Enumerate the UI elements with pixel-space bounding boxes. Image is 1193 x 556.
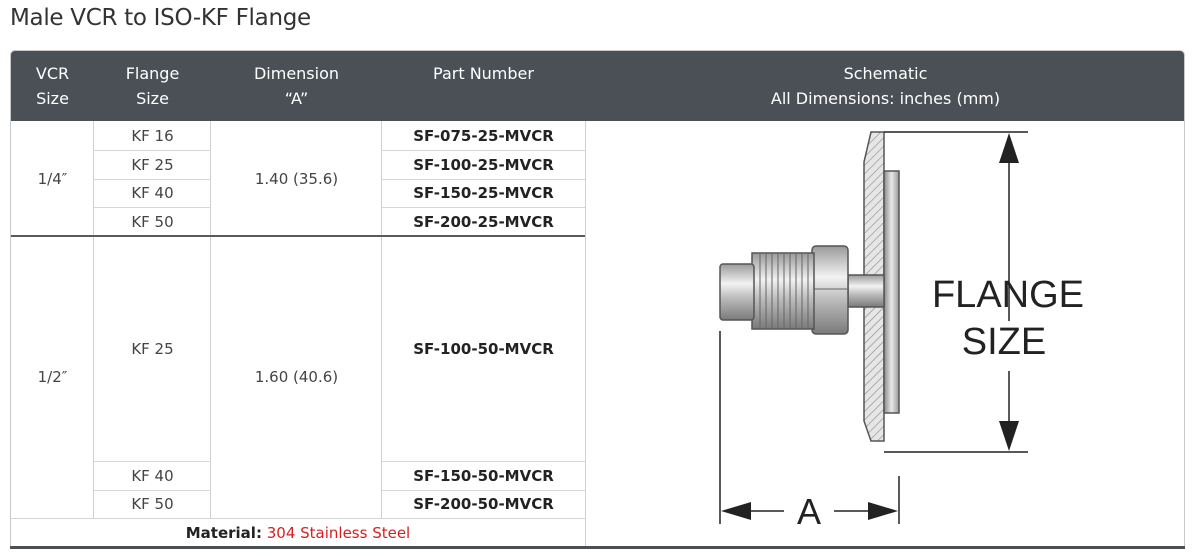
flange-size-label: SIZE [962,321,1046,363]
grid-line [11,518,585,519]
material-label: Material: [185,523,262,542]
grid-line [94,461,211,462]
flange-cell: KF 16 [131,126,174,145]
grid-line [94,490,211,491]
schematic-drawing: FLANGE SIZE A [719,131,1084,532]
a-dimension-label: A [797,491,821,532]
header-dimension: Dimension “A” [253,64,340,108]
vcr-size-cell: 1/2″ [37,368,68,386]
page-title: Male VCR to ISO-KF Flange [10,5,311,31]
part-number-link[interactable]: SF-200-25-MVCR [413,212,554,231]
table-header: VCR Size Flange Size Dimension “A” Part … [11,51,1184,121]
grid-line [93,121,94,518]
header-flange-size: Flange Size [125,64,180,108]
part-number-link[interactable]: SF-150-25-MVCR [413,184,554,202]
part-number-link[interactable]: SF-100-50-MVCR [413,339,554,358]
dimension-cell: 1.40 (35.6) [254,169,339,188]
a-dimension [719,331,900,524]
flange-cell: KF 50 [131,212,174,231]
gland-shape [719,263,755,321]
grid-line [94,207,211,208]
grid-line [382,150,585,151]
group-divider [11,235,585,237]
spec-table: VCR Size Flange Size Dimension “A” Part … [10,50,1185,547]
grid-line [210,121,211,518]
grid-line [94,179,211,180]
part-number-link[interactable]: SF-200-50-MVCR [413,495,554,513]
flange-cell: KF 40 [131,184,174,202]
flange-cell: KF 25 [131,339,174,358]
header-part-number: Part Number [433,64,534,83]
part-number-link[interactable]: SF-100-25-MVCR [413,155,554,174]
grid-line [382,207,585,208]
grid-line [585,121,586,546]
hex-nut-shape [811,245,849,335]
grid-line [382,179,585,180]
table-bottom-border [10,546,1185,549]
grid-line [94,150,211,151]
header-schematic: Schematic All Dimensions: inches (mm) [770,64,1001,108]
threaded-body-shape [751,252,815,330]
grid-line [381,121,382,518]
flange-cell: KF 40 [131,466,174,485]
grid-line [382,490,585,491]
dimension-cell: 1.60 (40.6) [254,368,339,386]
tube-shape [847,274,885,308]
grid-line [382,461,585,462]
vcr-size-cell: 1/4″ [37,169,68,188]
flange-size-dimension [884,131,1028,453]
flange-size-label: FLANGE [932,274,1084,316]
flange-cell: KF 50 [131,495,174,513]
header-vcr-size: VCR Size [35,64,70,108]
part-number-link[interactable]: SF-075-25-MVCR [413,126,554,145]
material-value: 304 Stainless Steel [266,523,411,542]
flange-cell: KF 25 [131,155,174,174]
part-number-link[interactable]: SF-150-50-MVCR [413,466,554,485]
material-note: Material: 304 Stainless Steel [11,518,585,546]
